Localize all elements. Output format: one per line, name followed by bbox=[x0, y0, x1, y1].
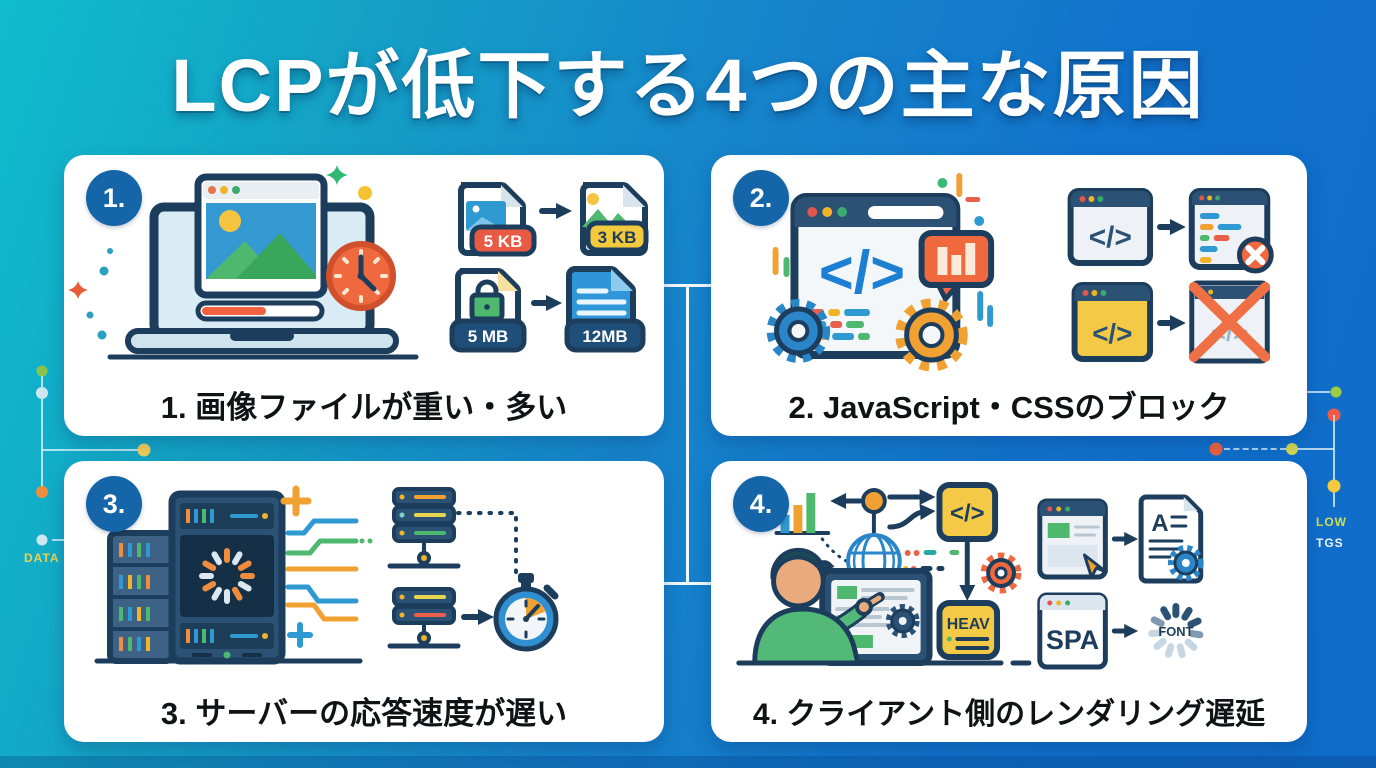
svg-text:</>: </> bbox=[819, 239, 905, 306]
arrow-icon bbox=[531, 295, 562, 311]
font-spinner-icon: FONT bbox=[1148, 603, 1204, 659]
card1-illustration: 5 KB 3 KB bbox=[68, 165, 649, 360]
card-js-css-blocking: 2. </> bbox=[711, 155, 1307, 436]
circuit-dot-lime bbox=[1286, 443, 1298, 455]
card2-number-badge: 2. bbox=[733, 170, 789, 226]
left-circuit-dash bbox=[52, 539, 65, 541]
server-stack-top-icon bbox=[387, 487, 461, 569]
right-circuit-label-bottom: TGS bbox=[1316, 536, 1344, 550]
svg-text:5 KB: 5 KB bbox=[484, 232, 523, 251]
small-orange-gear-icon bbox=[980, 552, 1022, 594]
connector-vertical bbox=[686, 284, 689, 584]
circuit-dot-orange2 bbox=[1209, 442, 1223, 456]
right-circuit-vline bbox=[1333, 415, 1335, 507]
arrow-icon bbox=[1157, 315, 1186, 331]
server-stack-bottom-icon bbox=[387, 587, 461, 649]
svg-text:</>: </> bbox=[950, 500, 984, 527]
arrow-icon bbox=[1157, 219, 1186, 235]
page-title: LCPが低下する4つの主な原因 bbox=[171, 44, 1205, 127]
card2-illustration: </> bbox=[766, 173, 1274, 372]
arrow-down-icon bbox=[959, 540, 976, 601]
card-client-rendering: 4. bbox=[711, 461, 1307, 742]
arrow-icon bbox=[461, 609, 494, 625]
stopwatch-icon bbox=[493, 573, 559, 652]
card-slow-server: 3. bbox=[64, 461, 664, 742]
right-circuit-label-top: LOW bbox=[1316, 515, 1347, 529]
code-box-icon: </> bbox=[936, 482, 999, 542]
card1-caption: 1. 画像ファイルが重い・多い bbox=[160, 390, 568, 425]
card4-illustration: </> bbox=[736, 482, 1204, 670]
main-server-rack-icon bbox=[168, 490, 286, 665]
spa-window-icon: SPA bbox=[1037, 592, 1108, 670]
card4-caption: 4. クライアント側のレンダリング遅延 bbox=[752, 698, 1266, 731]
svg-text:SPA: SPA bbox=[1046, 625, 1099, 655]
blocked-render-window-icon: </> bbox=[1188, 280, 1271, 364]
circuit-dot-green bbox=[36, 365, 48, 377]
card3-caption: 3. サーバーの応答速度が遅い bbox=[160, 696, 568, 731]
cursor-icon bbox=[1083, 553, 1108, 579]
svg-text:FONT: FONT bbox=[1158, 624, 1193, 639]
arrow-icon bbox=[1111, 532, 1139, 546]
arrow-icon bbox=[539, 203, 572, 219]
dashed-connector bbox=[456, 511, 518, 579]
card4-number-badge: 4. bbox=[733, 476, 789, 532]
script-error-window-icon bbox=[1188, 188, 1274, 274]
bar-dot-decorations bbox=[772, 173, 994, 327]
bar-chart-icon bbox=[774, 493, 831, 535]
svg-text:A: A bbox=[1151, 510, 1168, 537]
svg-text:HEAV: HEAV bbox=[947, 616, 990, 633]
arrow-left-icon bbox=[830, 493, 863, 509]
svg-text:</>: </> bbox=[1089, 221, 1132, 254]
circuit-dot-green2 bbox=[1330, 386, 1342, 398]
loading-spinner-icon bbox=[199, 548, 255, 604]
small-server-rack-icon bbox=[107, 530, 175, 664]
dashed-curve bbox=[820, 537, 850, 564]
click-page-icon bbox=[1037, 498, 1108, 580]
circuit-dot-yellow bbox=[137, 443, 151, 457]
right-circuit-dashes bbox=[1224, 448, 1286, 450]
doc-gear-icon bbox=[1167, 545, 1204, 581]
arrow-icon bbox=[1111, 624, 1139, 638]
circuit-dot-light2 bbox=[36, 534, 48, 546]
locked-file-icon bbox=[455, 268, 521, 336]
svg-text:</>: </> bbox=[1092, 318, 1132, 349]
svg-text:12MB: 12MB bbox=[582, 327, 627, 346]
left-circuit-hline bbox=[42, 449, 138, 451]
card-heavy-images: 1. bbox=[64, 155, 664, 436]
right-circuit-hline-top bbox=[1307, 391, 1330, 393]
size-badge-before: 5 KB bbox=[469, 224, 537, 257]
clock-icon bbox=[326, 241, 396, 311]
orange-gear-icon bbox=[895, 298, 968, 372]
plus-decorations bbox=[280, 485, 313, 648]
size-badge-after-big: 12MB bbox=[564, 318, 646, 353]
browser-image-window-icon bbox=[194, 173, 328, 299]
card3-number-badge: 3. bbox=[86, 476, 142, 532]
circuit-dot-yellow2 bbox=[1327, 479, 1341, 493]
svg-text:3 KB: 3 KB bbox=[598, 228, 637, 247]
loading-bar-icon bbox=[195, 300, 325, 322]
left-circuit-vline bbox=[41, 371, 43, 492]
card3-illustration bbox=[94, 485, 559, 665]
blue-gear-icon bbox=[766, 299, 831, 363]
heavy-bundle-box-icon: HEAV bbox=[936, 600, 1001, 660]
person-icon bbox=[752, 547, 885, 666]
right-circuit-hline-mid bbox=[1296, 448, 1334, 450]
card1-number-badge: 1. bbox=[86, 170, 142, 226]
network-step-lines-icon bbox=[285, 518, 373, 622]
speech-bubble-chart-icon bbox=[918, 230, 995, 304]
arrows-right-icon bbox=[887, 489, 936, 530]
screen-gear-icon bbox=[885, 604, 920, 638]
svg-text:5 MB: 5 MB bbox=[468, 327, 509, 346]
bottom-shade-band bbox=[0, 756, 1376, 768]
left-circuit-label: DATA bbox=[24, 551, 60, 565]
script-window-icon: </> bbox=[1067, 188, 1154, 266]
rendered-doc-icon: A bbox=[1138, 494, 1204, 584]
size-badge-after: 3 KB bbox=[585, 220, 649, 253]
request-node-icon bbox=[860, 488, 887, 533]
circuit-dot-orange bbox=[36, 486, 48, 498]
size-badge-before-big: 5 MB bbox=[449, 318, 527, 353]
card2-caption: 2. JavaScript・CSSのブロック bbox=[788, 390, 1230, 425]
css-window-icon: </> bbox=[1071, 282, 1154, 362]
circuit-dot-light bbox=[36, 387, 48, 399]
